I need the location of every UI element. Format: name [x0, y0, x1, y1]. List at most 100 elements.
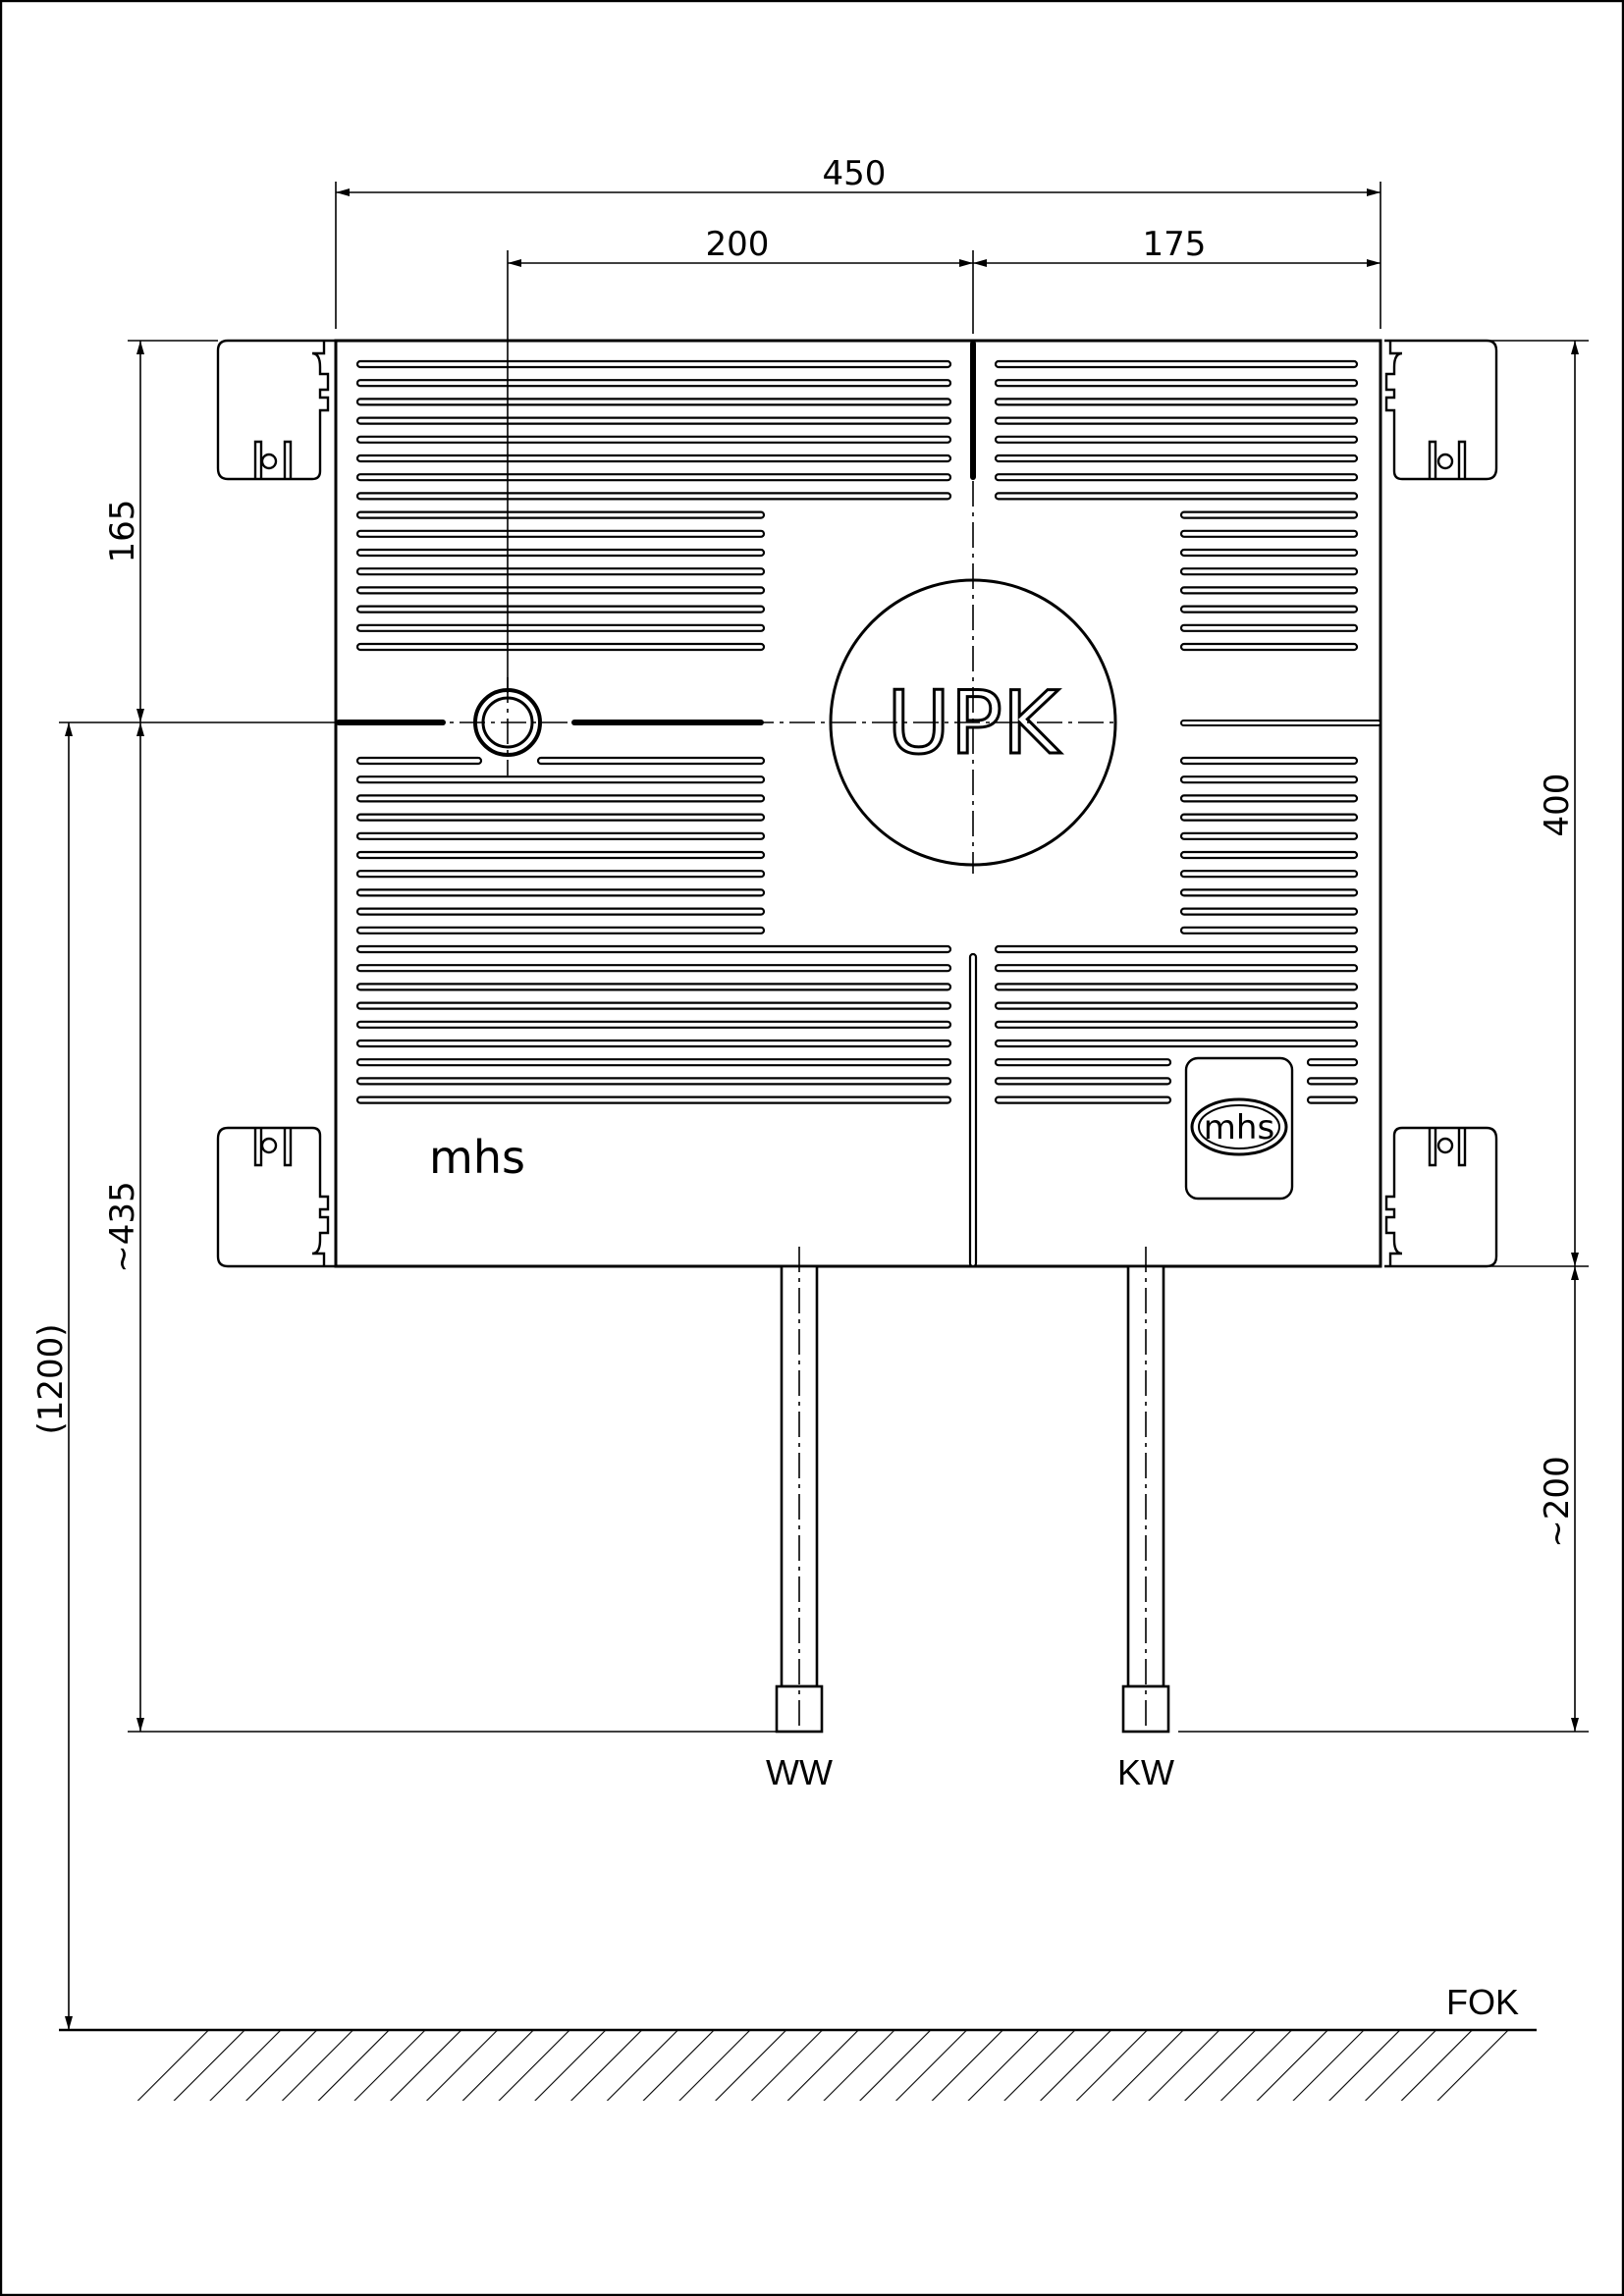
dim-right-offset: 175	[1143, 225, 1207, 264]
vent-slot	[1179, 529, 1359, 538]
vent-slot	[994, 359, 1359, 369]
vent-slot	[994, 1001, 1359, 1010]
vent-slot	[355, 473, 952, 482]
pipe-cold-water	[1121, 1247, 1170, 1734]
vent-slot	[994, 983, 1359, 991]
axis-slot-right	[1180, 720, 1381, 726]
vent-slot	[355, 605, 766, 614]
vent-slot	[1179, 888, 1359, 897]
vent-slot	[355, 1001, 952, 1010]
divider-slot-bottom	[968, 952, 978, 1268]
vent-slot	[1179, 605, 1359, 614]
logo-left: mhs	[429, 1131, 525, 1184]
vent-slot	[355, 359, 952, 369]
vent-slot	[355, 1020, 952, 1029]
vent-slot	[1179, 548, 1359, 558]
vent-slot	[355, 1058, 952, 1067]
vent-slot	[355, 416, 952, 425]
vent-slot	[355, 567, 766, 576]
vent-slot	[1179, 850, 1359, 860]
vent-slot	[994, 1058, 1172, 1067]
vent-slot	[355, 379, 952, 388]
vent-slot	[355, 888, 766, 897]
vent-slot	[355, 435, 952, 444]
vent-slot	[355, 398, 952, 406]
vent-slot	[1179, 642, 1359, 652]
vent-slot	[1306, 1095, 1359, 1104]
logo-right-ellipse-inner	[1198, 1104, 1280, 1149]
vent-slot	[355, 1077, 952, 1086]
vent-slot	[355, 756, 483, 766]
pipe-warm-water	[775, 1247, 824, 1734]
vent-slot	[994, 1077, 1172, 1086]
dim-lower-height: ~435	[103, 1181, 142, 1272]
dim-box-height: 400	[1538, 774, 1577, 837]
vent-slot	[994, 1039, 1359, 1048]
mounting-bracket-top-right	[1384, 339, 1498, 481]
vent-slot	[355, 642, 766, 652]
vent-slot	[355, 813, 766, 822]
vent-slot	[994, 964, 1359, 973]
extension-lines	[59, 182, 1589, 1733]
vent-slot	[1179, 831, 1359, 840]
dim-top-height: 165	[103, 500, 142, 563]
vent-slot	[355, 454, 952, 463]
vent-slot	[1179, 586, 1359, 595]
vent-slot	[1306, 1058, 1359, 1067]
vent-slot	[355, 1095, 952, 1104]
label-warm-water: WW	[766, 1752, 833, 1792]
vent-slot	[355, 586, 766, 595]
vent-slot	[994, 944, 1359, 954]
vent-slot	[355, 831, 766, 840]
dim-pipe-length: ~200	[1538, 1456, 1577, 1547]
vent-slot	[994, 492, 1359, 501]
vent-slot	[355, 870, 766, 879]
logo-right: mhs	[1204, 1108, 1274, 1148]
ventilation-slots	[355, 359, 1359, 1104]
vent-slot	[1179, 567, 1359, 576]
vent-slot	[994, 416, 1359, 425]
vent-slot	[355, 850, 766, 860]
vent-slot	[1179, 926, 1359, 934]
logo-right-ellipse	[1190, 1097, 1288, 1156]
vent-slot	[355, 775, 766, 784]
vent-slot	[355, 548, 766, 558]
mounting-bracket-bottom-left	[216, 1126, 336, 1268]
vent-slot	[355, 623, 766, 632]
vent-slot	[1179, 756, 1359, 766]
vent-slot	[1179, 775, 1359, 784]
vent-slot	[994, 1095, 1172, 1104]
dim-overall-width: 450	[823, 154, 887, 193]
vent-slot	[1306, 1077, 1359, 1086]
vent-slot	[355, 794, 766, 803]
vent-slot	[994, 379, 1359, 388]
vent-slot	[355, 944, 952, 954]
vent-slot	[355, 510, 766, 519]
vent-slot	[1179, 623, 1359, 632]
vent-slot	[355, 926, 766, 934]
label-cold-water: KW	[1117, 1752, 1174, 1792]
vent-slot	[536, 756, 766, 766]
vent-slot	[355, 529, 766, 538]
floor-hatch	[108, 2030, 1510, 2101]
vent-slot	[1179, 907, 1359, 916]
vent-slot	[355, 1039, 952, 1048]
vent-slot	[994, 454, 1359, 463]
dim-left-offset: 200	[706, 225, 770, 264]
vent-slot	[1179, 870, 1359, 879]
vent-slot	[994, 435, 1359, 444]
vent-slot	[1179, 510, 1359, 519]
vent-slot	[994, 1020, 1359, 1029]
vent-slot	[355, 983, 952, 991]
vent-slot	[1179, 794, 1359, 803]
mounting-bracket-bottom-right	[1384, 1126, 1498, 1268]
vent-slot	[994, 473, 1359, 482]
divider-slot-top	[970, 341, 976, 480]
vent-slot	[355, 964, 952, 973]
dim-install-height: (1200)	[31, 1323, 71, 1434]
vent-slot	[355, 907, 766, 916]
mounting-bracket-top-left	[216, 339, 336, 481]
vent-slot	[1179, 813, 1359, 822]
